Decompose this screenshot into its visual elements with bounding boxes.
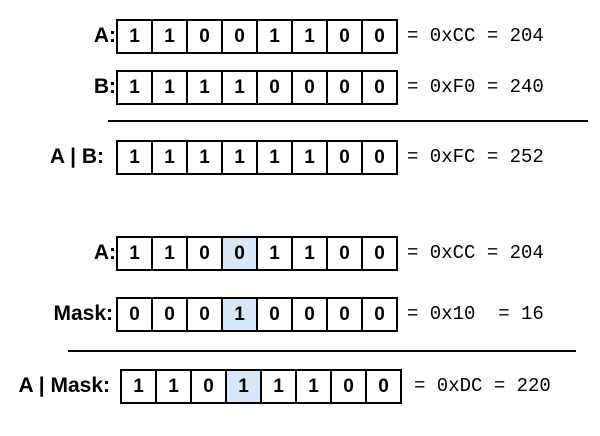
bit-cell: 1	[186, 70, 223, 105]
bit-cell: 0	[361, 70, 398, 105]
bit-cell: 1	[256, 140, 293, 175]
bit-cell: 0	[291, 70, 328, 105]
row-label: A:	[93, 241, 116, 264]
bit-cell: 1	[295, 369, 332, 404]
bit-cell-highlighted: 1	[221, 297, 258, 332]
bit-cell: 0	[116, 297, 153, 332]
row-label: B:	[93, 75, 116, 98]
bit-cell-highlighted: 0	[221, 236, 258, 271]
bit-cell: 0	[365, 369, 402, 404]
row-label: A | Mask:	[18, 374, 110, 397]
bit-cell: 1	[151, 19, 188, 54]
bit-cells: 1 1 0 0 1 1 0 0	[116, 236, 398, 271]
bit-cell: 1	[116, 19, 153, 54]
bit-cell: 0	[326, 236, 363, 271]
row-result: = 0xDC = 220	[414, 375, 551, 397]
bit-cell: 1	[256, 19, 293, 54]
bit-cell: 1	[291, 19, 328, 54]
bit-cells: 1 1 1 1 1 1 0 0	[116, 140, 398, 175]
bit-cell: 1	[120, 369, 157, 404]
bit-cell: 1	[151, 236, 188, 271]
bit-cells: 1 1 0 1 1 1 0 0	[120, 369, 402, 404]
bit-cell: 1	[256, 236, 293, 271]
bit-cell: 0	[326, 70, 363, 105]
row-result: = 0xFC = 252	[407, 146, 544, 168]
row-label: A | B:	[49, 145, 104, 168]
bit-cells: 0 0 0 1 0 0 0 0	[116, 297, 398, 332]
operand-row-b: B: 1 1 1 1 0 0 0 0 = 0xF0 = 240	[0, 67, 600, 107]
result-divider	[108, 120, 588, 122]
bit-cell: 0	[361, 297, 398, 332]
result-divider	[68, 350, 576, 352]
bit-cell: 1	[116, 236, 153, 271]
bit-cell: 1	[221, 70, 258, 105]
result-row-a-or-b: A | B: 1 1 1 1 1 1 0 0 = 0xFC = 252	[0, 137, 600, 177]
operand-row-a: A: 1 1 0 0 1 1 0 0 = 0xCC = 204	[0, 16, 600, 56]
bit-cell: 1	[155, 369, 192, 404]
bit-cells: 1 1 1 1 0 0 0 0	[116, 70, 398, 105]
bit-cells: 1 1 0 0 1 1 0 0	[116, 19, 398, 54]
bit-cell: 1	[116, 70, 153, 105]
bit-cell: 0	[326, 297, 363, 332]
row-result: = 0xCC = 204	[407, 242, 544, 264]
bit-cell: 0	[361, 140, 398, 175]
row-result: = 0xCC = 204	[407, 25, 544, 47]
result-row-a-or-mask: A | Mask: 1 1 0 1 1 1 0 0 = 0xDC = 220	[0, 366, 600, 406]
bit-cell-highlighted: 1	[225, 369, 262, 404]
bit-cell: 1	[221, 140, 258, 175]
bit-cell: 0	[186, 19, 223, 54]
bit-cell: 1	[291, 236, 328, 271]
row-label: Mask:	[53, 302, 113, 325]
bit-cell: 1	[116, 140, 153, 175]
row-label: A:	[93, 24, 116, 47]
bit-cell: 0	[330, 369, 367, 404]
bit-cell: 0	[186, 236, 223, 271]
bit-cell: 1	[260, 369, 297, 404]
bit-cell: 0	[151, 297, 188, 332]
operand-row-a-mask-example: A: 1 1 0 0 1 1 0 0 = 0xCC = 204	[0, 233, 600, 273]
bit-cell: 1	[186, 140, 223, 175]
bit-cell: 0	[361, 19, 398, 54]
bit-cell: 0	[221, 19, 258, 54]
bit-cell: 1	[151, 70, 188, 105]
bit-cell: 0	[326, 140, 363, 175]
bit-cell: 0	[326, 19, 363, 54]
bit-cell: 0	[190, 369, 227, 404]
bit-cell: 0	[256, 297, 293, 332]
bit-cell: 0	[256, 70, 293, 105]
bit-cell: 0	[361, 236, 398, 271]
row-result: = 0x10 = 16	[407, 303, 544, 325]
bit-cell: 0	[291, 297, 328, 332]
row-result: = 0xF0 = 240	[407, 76, 544, 98]
bit-cell: 1	[151, 140, 188, 175]
bit-cell: 1	[291, 140, 328, 175]
bit-cell: 0	[186, 297, 223, 332]
operand-row-mask: Mask: 0 0 0 1 0 0 0 0 = 0x10 = 16	[0, 294, 600, 334]
